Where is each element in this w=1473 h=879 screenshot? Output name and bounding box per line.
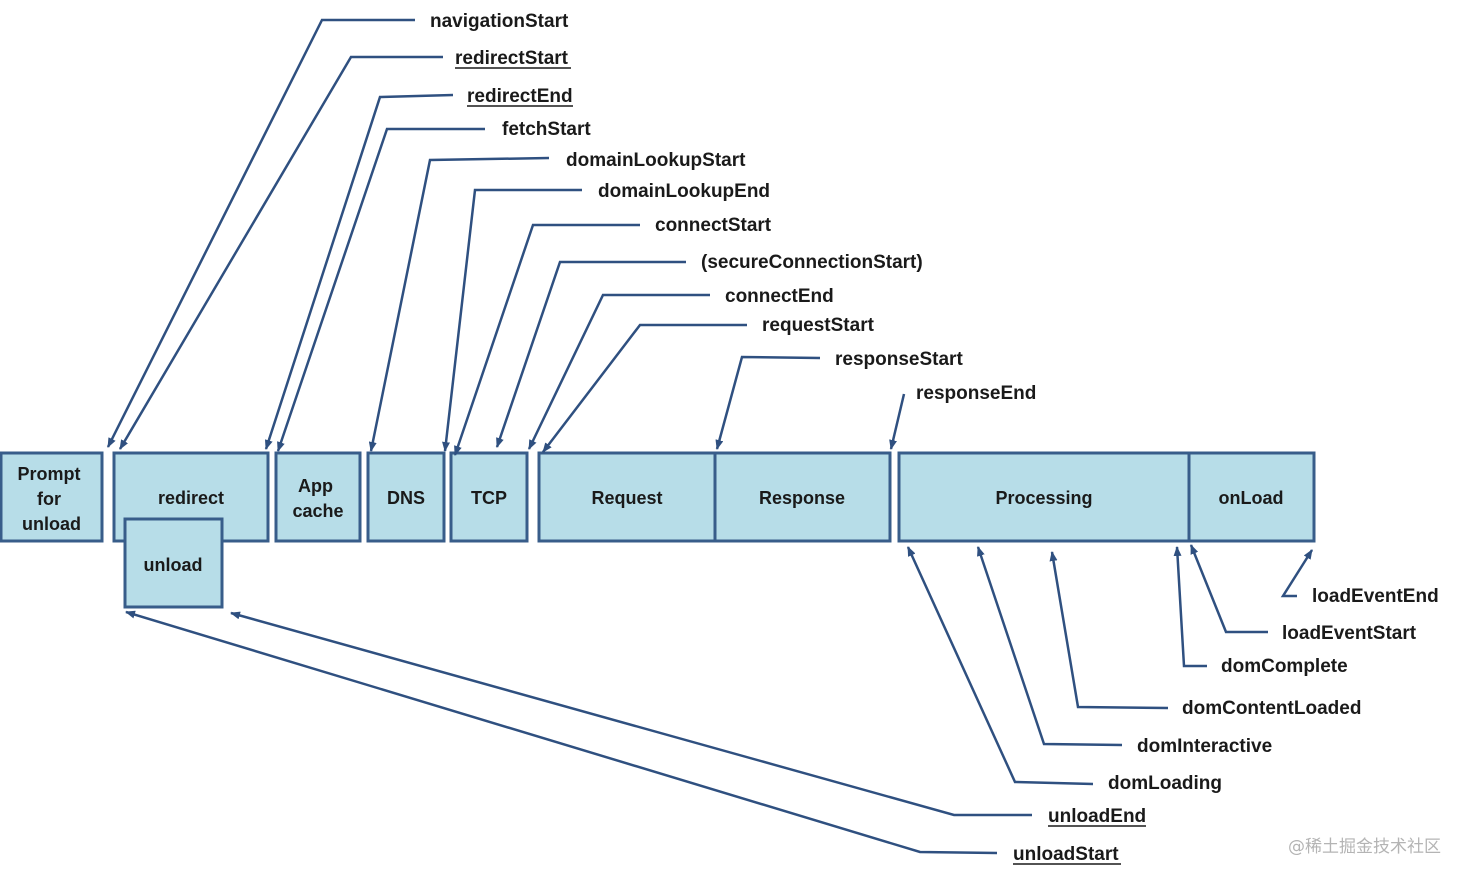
leader-dom-loading [906, 546, 1094, 786]
svg-text:Prompt for unload: Prompt for unload [17, 464, 85, 534]
label-request-start: requestStart [762, 315, 875, 336]
label-unload-start: unloadStart [1013, 844, 1119, 865]
leader-redirect-start [118, 55, 443, 450]
leader-connect-end [527, 293, 710, 450]
leader-load-event-start [1189, 544, 1268, 634]
label-dom-loading: domLoading [1108, 773, 1222, 794]
box-label-line: unload [22, 514, 81, 534]
box-label-line: for [37, 489, 61, 509]
box-label-line: App [298, 476, 333, 496]
label-domain-lookup-start: domainLookupStart [566, 150, 746, 171]
leader-response-end [889, 393, 906, 450]
leader-navigation-start [106, 18, 415, 448]
label-dom-interactive: domInteractive [1137, 736, 1272, 757]
leader-connect-start [453, 223, 640, 456]
leader-unload-end [230, 611, 1032, 817]
box-label-onload: onLoad [1219, 488, 1284, 508]
leader-secure-connection-start [495, 260, 686, 448]
label-redirect-start: redirectStart [455, 48, 569, 69]
label-dom-complete: domComplete [1221, 656, 1348, 677]
leader-domain-lookup-end [442, 188, 582, 452]
leader-request-start [542, 323, 747, 453]
box-label-line: cache [292, 501, 343, 521]
label-connect-end: connectEnd [725, 286, 834, 307]
box-label-line: Prompt [17, 464, 80, 484]
box-onload: onLoad [1187, 451, 1316, 543]
label-load-event-start: loadEventStart [1282, 623, 1417, 644]
timing-labels: navigationStart redirectStart redirectEn… [430, 11, 1439, 865]
label-navigation-start: navigationStart [430, 11, 569, 32]
label-response-end: responseEnd [916, 383, 1036, 404]
box-label-processing: Processing [995, 488, 1092, 508]
leader-lines [106, 18, 1314, 855]
label-load-event-end: loadEventEnd [1312, 586, 1439, 607]
leader-load-event-end [1280, 549, 1314, 598]
leader-domain-lookup-start [368, 156, 550, 452]
box-label-request: Request [591, 488, 662, 508]
svg-text:App cache: App cache [292, 476, 343, 521]
box-tcp: TCP [449, 451, 529, 543]
label-redirect-end: redirectEnd [467, 86, 573, 107]
box-prompt-for-unload: Prompt for unload [0, 451, 104, 543]
box-unload: unload [123, 517, 224, 609]
label-domain-lookup-end: domainLookupEnd [598, 181, 770, 202]
box-label-tcp: TCP [471, 488, 507, 508]
box-label-redirect: redirect [158, 488, 224, 508]
box-request: Request [537, 451, 717, 543]
leader-redirect-end [264, 93, 454, 450]
label-response-start: responseStart [835, 349, 963, 370]
box-label-dns: DNS [387, 488, 425, 508]
label-unload-end: unloadEnd [1048, 806, 1146, 827]
box-dns: DNS [366, 451, 446, 543]
label-fetch-start: fetchStart [502, 119, 591, 140]
box-response: Response [713, 451, 892, 543]
label-secure-connection-start: (secureConnectionStart) [701, 252, 923, 273]
leader-unload-start [125, 610, 998, 855]
label-dom-content-loaded: domContentLoaded [1182, 698, 1361, 719]
leader-dom-complete [1173, 546, 1207, 668]
label-connect-start: connectStart [655, 215, 772, 236]
box-label-unload: unload [144, 555, 203, 575]
leader-dom-content-loaded [1049, 551, 1169, 710]
leader-response-start [715, 355, 821, 450]
box-processing: Processing [897, 451, 1191, 543]
leader-fetch-start [276, 127, 485, 452]
box-label-response: Response [759, 488, 845, 508]
leader-dom-interactive [976, 546, 1123, 747]
box-app-cache: App cache [274, 451, 362, 543]
watermark-text: @稀土掘金技术社区 [1288, 837, 1441, 857]
